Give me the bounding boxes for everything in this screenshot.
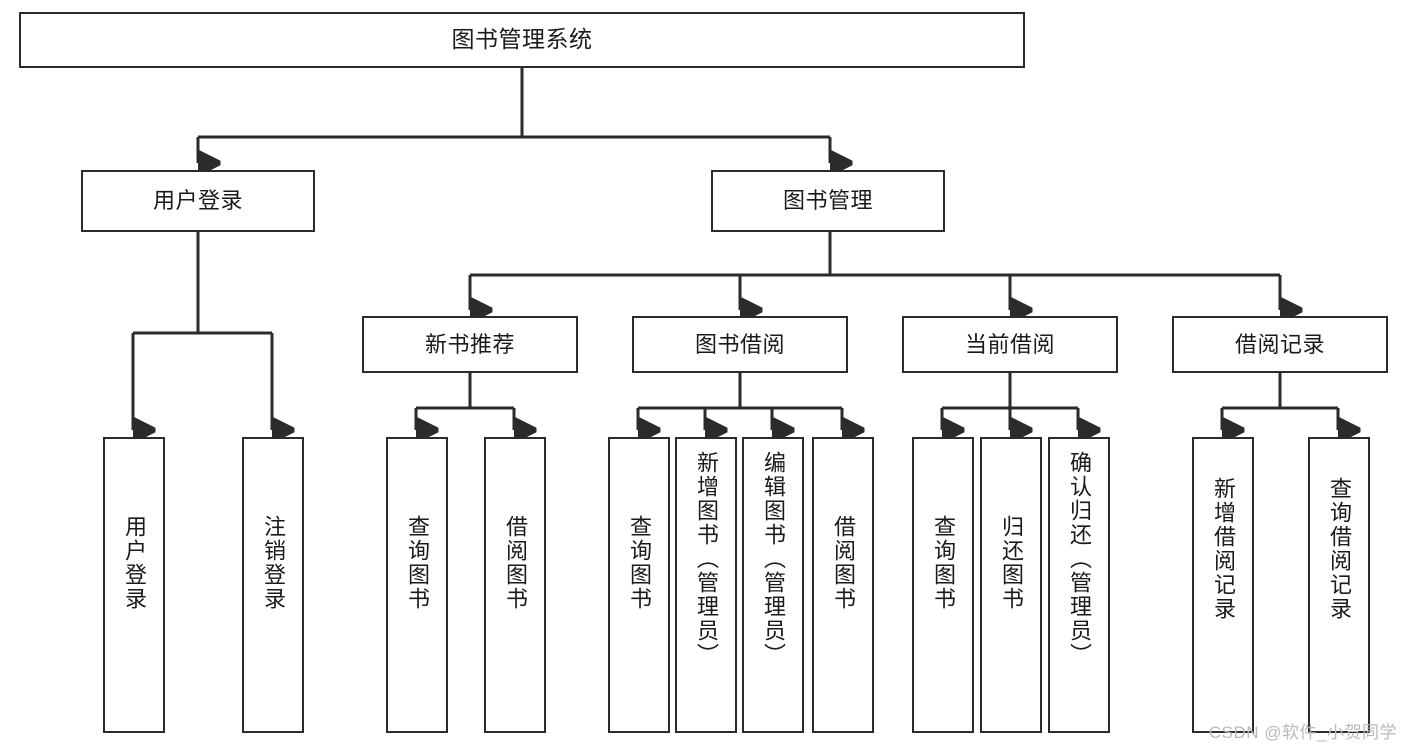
- node-label: 图书管理: [782, 188, 873, 214]
- node-label: 用户登录: [122, 515, 147, 611]
- node-label: 查询借阅记录: [1327, 477, 1352, 621]
- node-label: 新书推荐: [424, 331, 515, 357]
- node-leaf-query-book-1[interactable]: 查询图书: [386, 437, 448, 733]
- node-current-borrow[interactable]: 当前借阅: [902, 316, 1118, 373]
- node-leaf-user-login[interactable]: 用户登录: [103, 437, 165, 733]
- node-leaf-logout-login[interactable]: 注销登录: [242, 437, 304, 733]
- node-leaf-edit-book[interactable]: 编辑图书（管理员）: [742, 437, 804, 733]
- node-book-borrow[interactable]: 图书借阅: [632, 316, 848, 373]
- node-label: 借阅图书: [831, 515, 856, 611]
- node-label: 借阅记录: [1234, 331, 1325, 357]
- node-label: 新增借阅记录: [1211, 477, 1236, 621]
- node-book-management-system[interactable]: 图书管理系统: [19, 12, 1025, 68]
- node-leaf-borrow-book-1[interactable]: 借阅图书: [484, 437, 546, 733]
- node-label: 注销登录: [261, 515, 286, 611]
- node-leaf-add-record[interactable]: 新增借阅记录: [1192, 437, 1254, 733]
- node-label: 查询图书: [627, 515, 652, 611]
- node-leaf-confirm-return[interactable]: 确认归还（管理员）: [1048, 437, 1110, 733]
- node-label: 当前借阅: [964, 331, 1055, 357]
- node-leaf-return-book[interactable]: 归还图书: [980, 437, 1042, 733]
- node-leaf-query-book-2[interactable]: 查询图书: [608, 437, 670, 733]
- node-label: 归还图书: [999, 515, 1024, 611]
- node-label: 查询图书: [931, 515, 956, 611]
- node-leaf-query-book-3[interactable]: 查询图书: [912, 437, 974, 733]
- node-label: 图书管理系统: [451, 26, 593, 53]
- node-leaf-borrow-book-2[interactable]: 借阅图书: [812, 437, 874, 733]
- node-label: 编辑图书（管理员）: [761, 451, 786, 667]
- node-label: 图书借阅: [694, 331, 785, 357]
- node-label: 借阅图书: [503, 515, 528, 611]
- node-leaf-query-record[interactable]: 查询借阅记录: [1308, 437, 1370, 733]
- node-book-management[interactable]: 图书管理: [711, 170, 945, 232]
- node-label: 查询图书: [405, 515, 430, 611]
- node-label: 确认归还（管理员）: [1067, 451, 1092, 667]
- watermark: CSDN @软件_小贺同学: [1208, 723, 1397, 742]
- node-user-login[interactable]: 用户登录: [81, 170, 315, 232]
- node-new-book-recommend[interactable]: 新书推荐: [362, 316, 578, 373]
- node-borrow-record[interactable]: 借阅记录: [1172, 316, 1388, 373]
- node-label: 新增图书（管理员）: [694, 451, 719, 667]
- node-leaf-add-book[interactable]: 新增图书（管理员）: [675, 437, 737, 733]
- node-label: 用户登录: [152, 188, 243, 214]
